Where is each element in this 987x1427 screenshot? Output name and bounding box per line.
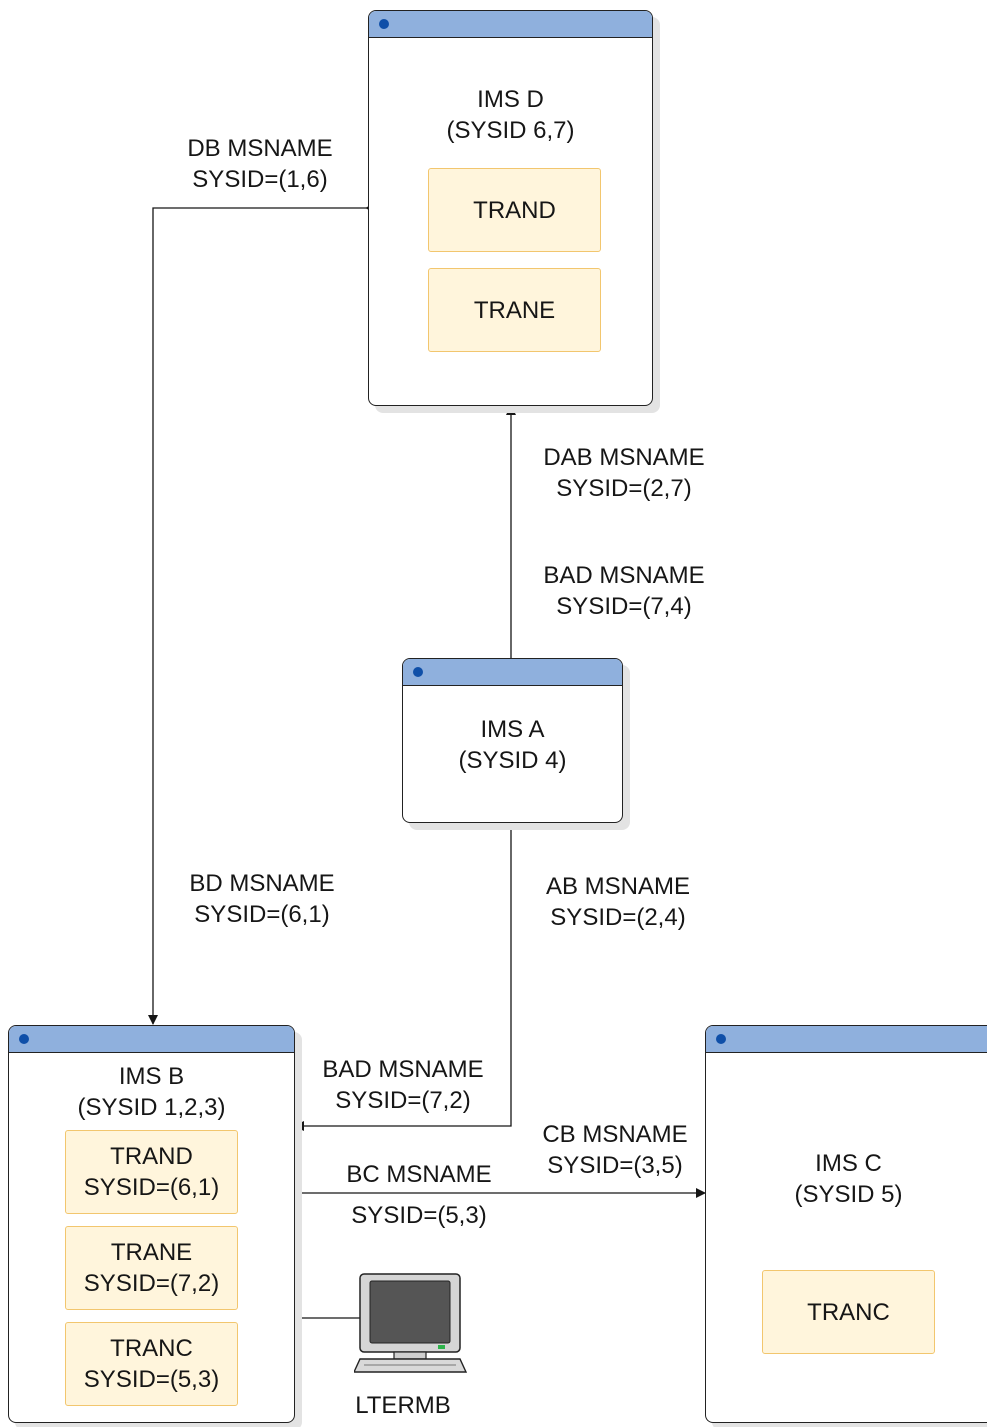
msname-sysid: SYSID=(7,4) bbox=[556, 593, 692, 620]
system-sysid: (SYSID 6,7) bbox=[446, 117, 575, 144]
msname: AB MSNAME bbox=[545, 873, 691, 900]
system-sysid: (SYSID 4) bbox=[458, 747, 567, 774]
msname: BAD MSNAME bbox=[322, 1056, 484, 1083]
msname: BC MSNAME bbox=[346, 1161, 492, 1188]
transaction-sysid: SYSID=(5,3) bbox=[83, 1366, 220, 1393]
system-sysid: (SYSID 5) bbox=[794, 1181, 903, 1208]
ims-a-title: IMS A (SYSID 4) bbox=[403, 714, 622, 776]
link-label-dab: DAB MSNAME SYSID=(2,7) bbox=[524, 442, 724, 504]
system-name: IMS C bbox=[815, 1150, 882, 1177]
msname-sysid: SYSID=(2,7) bbox=[556, 475, 692, 502]
title-bar bbox=[369, 11, 652, 38]
msname-sysid: SYSID=(3,5) bbox=[547, 1152, 683, 1179]
title-bar bbox=[403, 659, 622, 686]
ims-d-title: IMS D (SYSID 6,7) bbox=[369, 84, 652, 146]
window-dot-icon bbox=[716, 1034, 726, 1044]
window-dot-icon bbox=[413, 667, 423, 677]
transaction-name: TRAND bbox=[110, 1143, 193, 1170]
link-label-bc-sysid: SYSID=(5,3) bbox=[319, 1200, 519, 1231]
transaction-box: TRAND bbox=[428, 168, 601, 252]
transaction-sysid: SYSID=(6,1) bbox=[83, 1174, 220, 1201]
transaction-box: TRANC SYSID=(5,3) bbox=[65, 1322, 238, 1406]
transaction-box: TRANE bbox=[428, 268, 601, 352]
msname: DAB MSNAME bbox=[543, 444, 705, 471]
system-name: IMS D bbox=[477, 86, 544, 113]
link-label-bad-bottom: BAD MSNAME SYSID=(7,2) bbox=[303, 1054, 503, 1116]
system-name: IMS B bbox=[118, 1063, 185, 1090]
link-label-bad-top: BAD MSNAME SYSID=(7,4) bbox=[524, 560, 724, 622]
terminal-icon bbox=[354, 1273, 468, 1373]
msname: BD MSNAME bbox=[189, 870, 335, 897]
link-a-to-b bbox=[294, 822, 512, 1131]
msname-sysid: SYSID=(7,2) bbox=[335, 1087, 471, 1114]
transaction-box: TRAND SYSID=(6,1) bbox=[65, 1130, 238, 1214]
link-label-bc-name: BC MSNAME bbox=[319, 1159, 519, 1190]
window-dot-icon bbox=[379, 19, 389, 29]
msname: CB MSNAME bbox=[542, 1121, 688, 1148]
title-bar bbox=[9, 1026, 294, 1053]
msname-sysid: SYSID=(1,6) bbox=[192, 166, 328, 193]
ims-c-window: IMS C (SYSID 5) TRANC bbox=[705, 1025, 987, 1423]
link-db-bd bbox=[148, 203, 375, 1025]
transaction-sysid: SYSID=(7,2) bbox=[83, 1270, 220, 1297]
transaction-name: TRAND bbox=[473, 196, 556, 224]
transaction-box: TRANC bbox=[762, 1270, 935, 1354]
msname: BAD MSNAME bbox=[543, 562, 705, 589]
transaction-name: TRANE bbox=[473, 296, 556, 324]
ims-b-window: IMS B (SYSID 1,2,3) TRAND SYSID=(6,1) TR… bbox=[8, 1025, 295, 1423]
msname: DB MSNAME bbox=[187, 135, 333, 162]
transaction-name: TRANC bbox=[110, 1335, 193, 1362]
msname-sysid: SYSID=(2,4) bbox=[550, 904, 686, 931]
ims-a-window: IMS A (SYSID 4) bbox=[402, 658, 623, 823]
ims-c-title: IMS C (SYSID 5) bbox=[706, 1148, 987, 1210]
transaction-box: TRANE SYSID=(7,2) bbox=[65, 1226, 238, 1310]
terminal-label: LTERMB bbox=[343, 1390, 463, 1421]
ims-d-window: IMS D (SYSID 6,7) TRAND TRANE bbox=[368, 10, 653, 406]
msname-sysid: SYSID=(5,3) bbox=[351, 1202, 487, 1229]
terminal-name: LTERMB bbox=[355, 1392, 451, 1419]
transaction-name: TRANE bbox=[110, 1239, 193, 1266]
ims-b-title: IMS B (SYSID 1,2,3) bbox=[9, 1061, 294, 1123]
transaction-name: TRANC bbox=[807, 1298, 890, 1326]
title-bar bbox=[706, 1026, 987, 1053]
link-label-cb: CB MSNAME SYSID=(3,5) bbox=[515, 1119, 715, 1181]
link-label-db: DB MSNAME SYSID=(1,6) bbox=[170, 133, 350, 195]
link-label-bd: BD MSNAME SYSID=(6,1) bbox=[172, 868, 352, 930]
link-label-ab: AB MSNAME SYSID=(2,4) bbox=[518, 871, 718, 933]
window-dot-icon bbox=[19, 1034, 29, 1044]
system-name: IMS A bbox=[480, 716, 545, 743]
msname-sysid: SYSID=(6,1) bbox=[194, 901, 330, 928]
system-sysid: (SYSID 1,2,3) bbox=[77, 1094, 226, 1121]
